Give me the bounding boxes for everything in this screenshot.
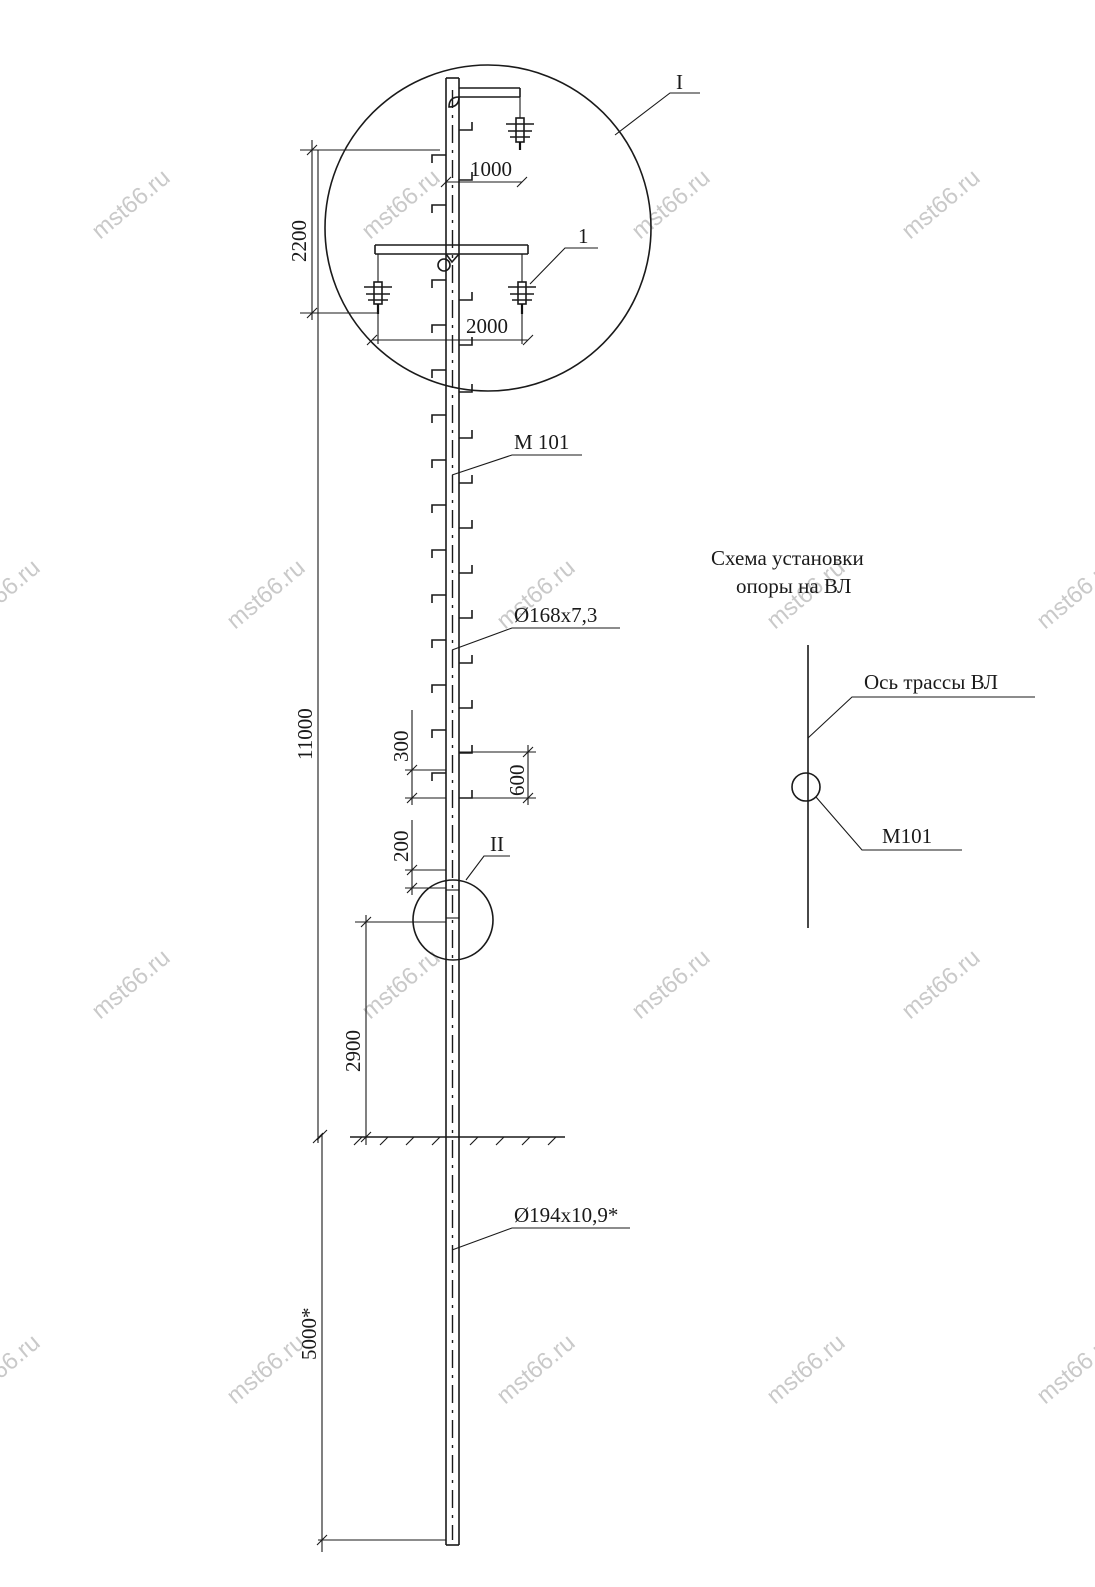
watermark: mst66.ru [627, 164, 716, 245]
watermark: mst66.ru [627, 944, 716, 1025]
scheme-pole-label: M101 [882, 824, 932, 848]
dimension-200: 200 [389, 820, 446, 895]
insulator-right [508, 281, 536, 314]
dimension-11000-label: 11000 [293, 708, 317, 760]
dimension-2900-label: 2900 [341, 1030, 365, 1072]
dimension-600: 600 [459, 745, 536, 805]
dimension-1000-label: 1000 [470, 157, 512, 181]
watermark: mst66.ru [762, 1329, 851, 1410]
dimension-1000: 1000 [440, 157, 528, 188]
position-one-leader: 1 [529, 224, 598, 285]
pole-mark-label: M 101 [514, 430, 569, 454]
dimension-2200-label: 2200 [287, 220, 311, 262]
insulator-left [364, 281, 392, 314]
detail-circle-two: II [412, 832, 510, 961]
watermark: mst66.ru [897, 164, 986, 245]
dimension-2900: 2900 [341, 915, 446, 1145]
watermark: mst66.ru [897, 944, 986, 1025]
dimension-2000-label: 2000 [466, 314, 508, 338]
dimension-300: 300 [389, 710, 446, 805]
route-axis-label: Ось трассы ВЛ [864, 670, 998, 694]
upper-tube-leader: Ø168x7,3 [451, 603, 620, 651]
scheme-title-line1: Схема установки [711, 546, 864, 570]
detail-circle-one: I [324, 64, 700, 392]
detail-one-label: I [676, 70, 683, 94]
scheme-pole-circle [791, 772, 821, 802]
climbing-steps [431, 122, 473, 799]
dimension-600-label: 600 [505, 765, 529, 797]
dimension-2000: 2000 [366, 314, 534, 346]
watermark: mst66.ru [357, 944, 446, 1025]
watermark: mst66.ru [1032, 554, 1095, 635]
dimension-5000-label: 5000* [297, 1308, 321, 1361]
upper-crossarm [448, 87, 521, 118]
lower-tube-label: Ø194x10,9* [514, 1203, 618, 1227]
dimension-200-label: 200 [389, 831, 413, 863]
watermark: mst66.ru [0, 554, 45, 635]
dimension-300-label: 300 [389, 731, 413, 763]
watermark: mst66.ru [0, 1329, 45, 1410]
watermark: mst66.ru [222, 554, 311, 635]
lower-crossarm [374, 244, 529, 282]
insulator-top [506, 117, 534, 150]
pole [445, 77, 460, 1546]
watermark: mst66.ru [87, 944, 176, 1025]
pole-mark-leader: M 101 [451, 430, 582, 476]
dimension-11000: 11000 [293, 150, 324, 1144]
watermark: mst66.ru [1032, 1329, 1095, 1410]
dimension-2200: 2200 [287, 140, 440, 320]
lower-tube-leader: Ø194x10,9* [451, 1203, 630, 1251]
dimension-5000: 5000* [297, 1129, 446, 1552]
watermark: mst66.ru [492, 1329, 581, 1410]
scheme-title-line2: опоры на ВЛ [736, 574, 851, 598]
upper-tube-label: Ø168x7,3 [514, 603, 597, 627]
installation-scheme: Схема установки опоры на ВЛ Ось трассы В… [711, 546, 1035, 928]
watermark: mst66.ru [87, 164, 176, 245]
detail-two-label: II [490, 832, 504, 856]
ground-line [350, 1136, 565, 1146]
position-one-label: 1 [578, 224, 589, 248]
